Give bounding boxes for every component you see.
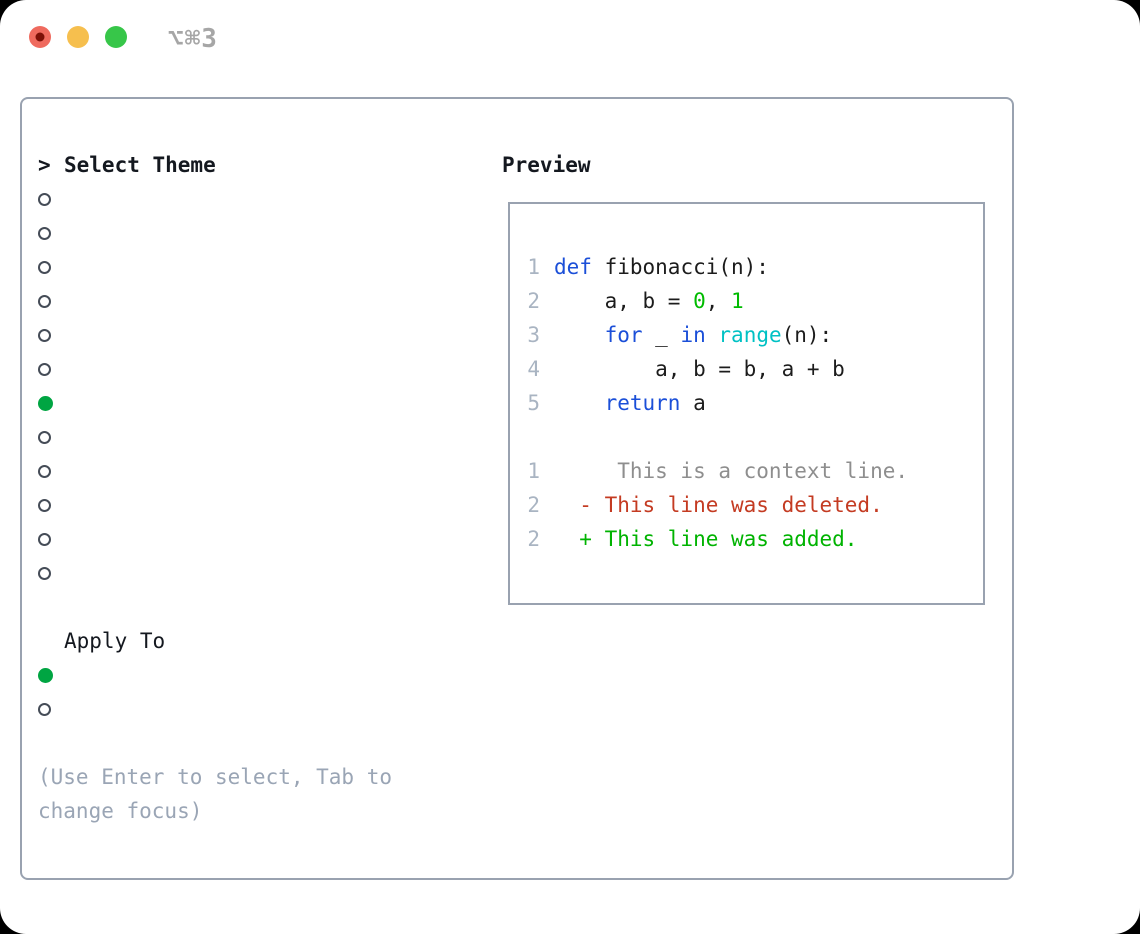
radio-selected-icon: [38, 667, 53, 683]
theme-list: [38, 182, 392, 590]
radio-circle-icon: [38, 464, 51, 478]
theme-option-github-light-light[interactable]: [38, 488, 392, 522]
theme-option-ansi-light-light[interactable]: [38, 386, 392, 420]
line-number: 1: [527, 255, 540, 279]
line-number: 2: [527, 493, 540, 517]
window-controls: [29, 26, 127, 48]
theme-option-github-dark[interactable]: [38, 352, 392, 386]
spacer-row: [38, 726, 392, 760]
select-theme-title: Select Theme: [64, 153, 216, 177]
radio-circle-icon: [38, 226, 51, 240]
theme-option-ayu-light-light[interactable]: [38, 420, 392, 454]
preview-title: Preview: [502, 153, 591, 177]
code-segment-plain: _: [642, 323, 681, 347]
code-segment-number: 1: [731, 289, 744, 313]
code-segment-plain: fibonacci(n):: [591, 255, 769, 279]
line-number: 1: [527, 459, 540, 483]
radio-circle-icon: [38, 260, 51, 274]
code-segment-plain: ,: [705, 289, 732, 313]
code-segment-plain: a: [680, 391, 706, 415]
code-line: 2 a, b = 0, 1: [510, 284, 983, 318]
radio-circle-icon: [38, 328, 51, 342]
code-line: 5 return a: [510, 386, 983, 420]
theme-option-xcode-light[interactable]: [38, 556, 392, 590]
line-number: 4: [527, 357, 540, 381]
line-number: 2: [527, 289, 540, 313]
radio-circle-icon: [38, 192, 51, 206]
code-segment-plain: a, b =: [554, 289, 694, 313]
code-segment-keyword: for: [604, 323, 643, 347]
theme-picker-panel: > Select Theme Apply To (Use Enter to se…: [20, 97, 1014, 880]
code-segment-plain: [706, 323, 719, 347]
code-line: 2 + This line was added.: [510, 522, 983, 556]
code-segment-keyword: in: [680, 323, 706, 347]
radio-circle-icon: [38, 362, 51, 376]
theme-option-atom-one-dark[interactable]: [38, 216, 392, 250]
spacer-row: [38, 590, 392, 624]
code-segment-plain: [554, 323, 605, 347]
theme-option-google-code-light[interactable]: [38, 522, 392, 556]
apply-to-title: Apply To: [64, 629, 166, 653]
code-line: [510, 420, 983, 454]
code-segment-plain: (n):: [781, 323, 833, 347]
code-segment-builtin: range: [718, 323, 782, 347]
code-line: 1 This is a context line.: [510, 454, 983, 488]
code-segment-deleted: - This line was deleted.: [554, 493, 883, 517]
minimize-button[interactable]: [67, 26, 89, 48]
close-button[interactable]: [29, 26, 51, 48]
line-number: 5: [527, 391, 540, 415]
zoom-button[interactable]: [105, 26, 127, 48]
code-segment-added: + This line was added.: [554, 527, 858, 551]
code-line: 3 for _ in range(n):: [510, 318, 983, 352]
code-segment-number: 0: [693, 289, 706, 313]
code-line: 2 - This line was deleted.: [510, 488, 983, 522]
apply-to-options: [38, 658, 392, 726]
code-line: 1 def fibonacci(n):: [510, 250, 983, 284]
theme-option-ansi-dark[interactable]: [38, 182, 392, 216]
code-segment-plain: [554, 391, 605, 415]
help-text-line: change focus): [38, 799, 203, 823]
radio-circle-icon: [38, 498, 51, 512]
apply-to-header-row: Apply To: [38, 624, 392, 658]
unsaved-dot-icon: [35, 32, 45, 42]
code-line: 4 a, b = b, a + b: [510, 352, 983, 386]
radio-circle-icon: [38, 532, 51, 546]
theme-option-dracula-dark[interactable]: [38, 318, 392, 352]
radio-selected-icon: [38, 395, 53, 411]
code-segment-keyword: def: [554, 255, 592, 279]
line-number: 3: [527, 323, 540, 347]
theme-option-default-light-light[interactable]: [38, 454, 392, 488]
apply-option-user-settings[interactable]: [38, 658, 392, 692]
select-theme-header: > Select Theme: [38, 148, 392, 182]
keyboard-shortcut-label: ⌥⌘3: [168, 24, 218, 54]
theme-option-default-dark[interactable]: [38, 284, 392, 318]
radio-circle-icon: [38, 566, 51, 580]
theme-selector-column: > Select Theme Apply To (Use Enter to se…: [38, 148, 392, 828]
selection-caret-icon: >: [38, 153, 51, 177]
theme-option-ayu-dark[interactable]: [38, 250, 392, 284]
line-number: 2: [527, 527, 540, 551]
help-text-line: (Use Enter to select, Tab to: [38, 765, 393, 789]
code-segment-plain: a, b = b, a + b: [554, 357, 845, 381]
apply-option-workspace-settings[interactable]: [38, 692, 392, 726]
help-text: (Use Enter to select, Tab to change focus…: [38, 760, 392, 828]
radio-circle-icon: [38, 702, 51, 716]
code-segment-keyword: return: [604, 391, 681, 415]
code-segment-context: This is a context line.: [554, 459, 909, 483]
radio-circle-icon: [38, 430, 51, 444]
radio-circle-icon: [38, 294, 51, 308]
